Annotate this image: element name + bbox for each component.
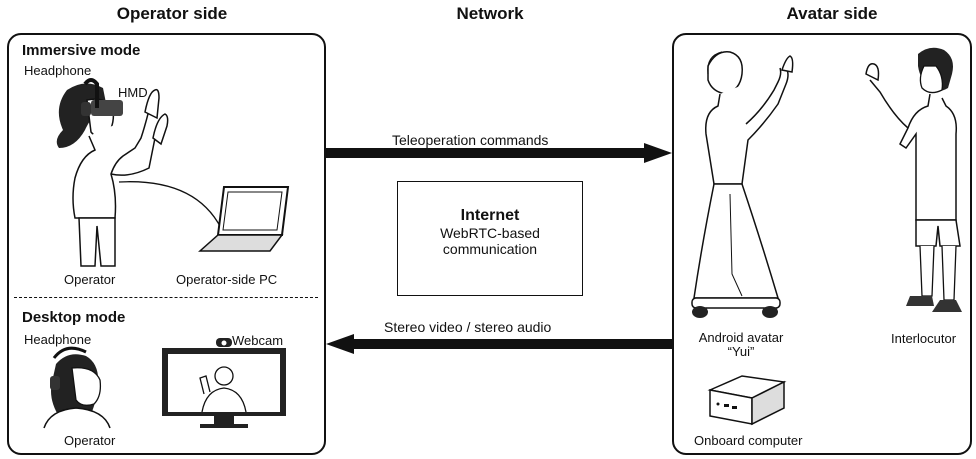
android-avatar-line2: “Yui” xyxy=(727,344,755,359)
commands-arrow xyxy=(326,143,672,163)
desktop-operator-figure xyxy=(43,346,111,429)
interlocutor-label: Interlocutor xyxy=(891,331,957,346)
desktop-mode-title: Desktop mode xyxy=(22,309,126,326)
avatar-side-header: Avatar side xyxy=(786,4,878,23)
stream-arrow xyxy=(326,334,672,354)
operator-panel xyxy=(7,33,326,455)
immersive-mode-title: Immersive mode xyxy=(22,42,141,59)
hmd-label: HMD xyxy=(118,85,148,100)
monitor-icon xyxy=(162,338,286,428)
desktop-operator-label: Operator xyxy=(64,433,116,448)
laptop-icon xyxy=(198,186,290,252)
android-avatar-label: Android avatar “Yui” xyxy=(686,331,796,359)
teleoperation-commands-label: Teleoperation commands xyxy=(392,132,549,148)
mode-divider xyxy=(14,297,318,298)
desktop-headphone-label: Headphone xyxy=(24,332,92,347)
internet-line1: WebRTC-based xyxy=(440,225,540,241)
internet-title: Internet xyxy=(460,207,520,224)
immersive-headphone-label: Headphone xyxy=(24,63,92,78)
operator-pc-label: Operator-side PC xyxy=(176,272,278,287)
immersive-operator-label: Operator xyxy=(64,272,116,287)
stereo-stream-label: Stereo video / stereo audio xyxy=(384,319,552,335)
android-avatar-figure xyxy=(691,51,794,318)
operator-side-header: Operator side xyxy=(116,4,228,23)
network-header: Network xyxy=(456,4,524,23)
internet-line2: communication xyxy=(442,241,538,257)
onboard-computer-label: Onboard computer xyxy=(694,433,803,448)
webcam-label: Webcam xyxy=(232,333,284,348)
android-avatar-line1: Android avatar xyxy=(698,330,784,345)
onboard-computer-icon xyxy=(707,375,787,426)
interlocutor-figure xyxy=(865,47,962,312)
internet-box: Internet WebRTC-based communication xyxy=(397,181,583,296)
immersive-operator-figure xyxy=(56,78,222,267)
avatar-panel xyxy=(672,33,972,455)
